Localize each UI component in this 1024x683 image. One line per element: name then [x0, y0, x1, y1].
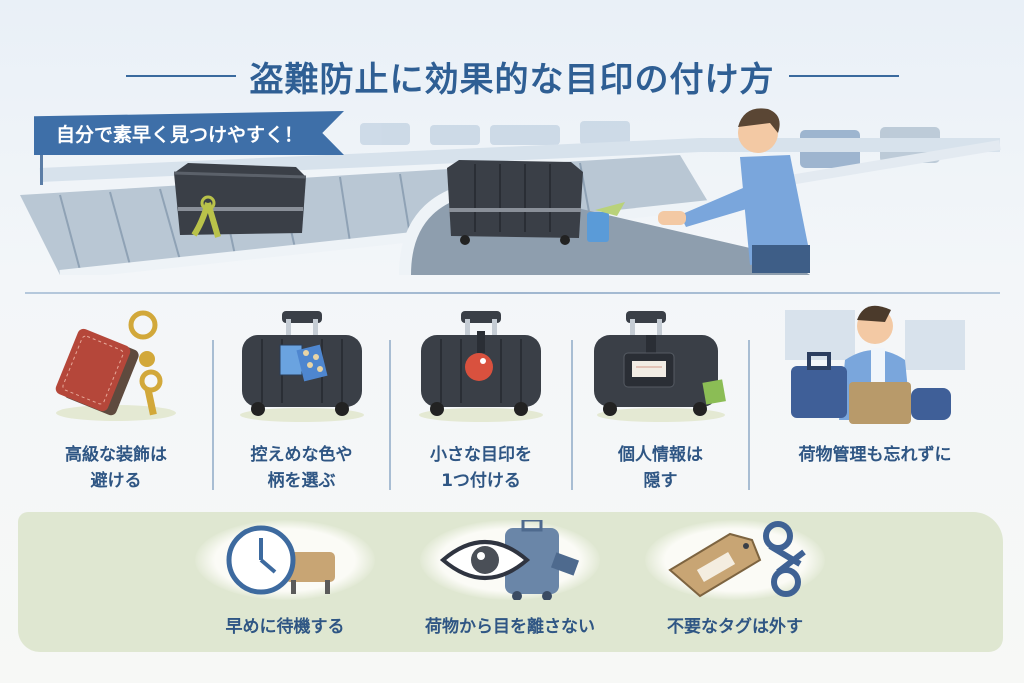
habit-label: 不要なタグは外す — [667, 617, 803, 637]
column-divider — [571, 340, 573, 490]
person-with-luggage-icon — [785, 305, 965, 424]
hero-carousel-scene: 自分で素早く見つけやすく！ — [20, 105, 1004, 275]
column-divider — [212, 340, 214, 490]
eye-suitcase-icon — [439, 520, 580, 600]
habits-row: 早めに待機する 荷物から目を離さない — [180, 520, 840, 640]
baggage-carousel-icon — [20, 108, 1001, 275]
tip-hide-personal-info: 個人情報は 隠す — [573, 300, 748, 500]
suitcase-red-marker-icon — [419, 311, 543, 422]
tip-avoid-luxury: 高級な装飾は 避ける — [20, 300, 212, 500]
tip-subtle-colors: 控えめな色や 柄を選ぶ — [214, 300, 389, 500]
banner-pole — [40, 145, 43, 185]
title-row: 盗難防止に効果的な目印の付け方 — [0, 52, 1024, 100]
column-divider — [389, 340, 391, 490]
tip-label: 荷物管理も忘れずに — [798, 445, 952, 465]
tip-label: 高級な装飾は 避ける — [65, 445, 167, 491]
tip-manage-luggage: 荷物管理も忘れずに — [750, 300, 1000, 500]
leather-tag-keys-icon — [55, 310, 176, 421]
title-rule-right — [788, 75, 899, 77]
tip-label: 個人情報は 隠す — [618, 445, 703, 491]
habit-label: 早めに待機する — [225, 617, 345, 637]
tip-label: 小さな目印を 1つ付ける — [430, 445, 532, 491]
suitcase-with-tags-icon — [239, 311, 364, 422]
tagline-text: 自分で素早く見つけやすく！ — [56, 123, 304, 146]
habit-watch-luggage: 荷物から目を離さない — [405, 520, 615, 640]
title-rule-left — [125, 75, 236, 77]
section-divider-line — [25, 292, 1000, 294]
tip-one-small-marker: 小さな目印を 1つ付ける — [391, 300, 571, 500]
suitcase-covered-nametag-icon — [593, 311, 726, 422]
habit-remove-tags: 不要なタグは外す — [630, 520, 840, 640]
habit-wait-early: 早めに待機する — [180, 520, 390, 640]
tip-label: 控えめな色や 柄を選ぶ — [250, 445, 353, 491]
tagline-banner: 自分で素早く見つけやすく！ — [34, 111, 344, 155]
column-divider — [748, 340, 750, 490]
tips-row: 高級な装飾は 避ける 控えめな色や 柄を選ぶ — [20, 300, 1004, 500]
habit-label: 荷物から目を離さない — [425, 617, 595, 637]
page-title: 盗難防止に効果的な目印の付け方 — [249, 59, 775, 100]
clock-icon — [226, 525, 335, 595]
tag-scissors-icon — [668, 521, 806, 598]
